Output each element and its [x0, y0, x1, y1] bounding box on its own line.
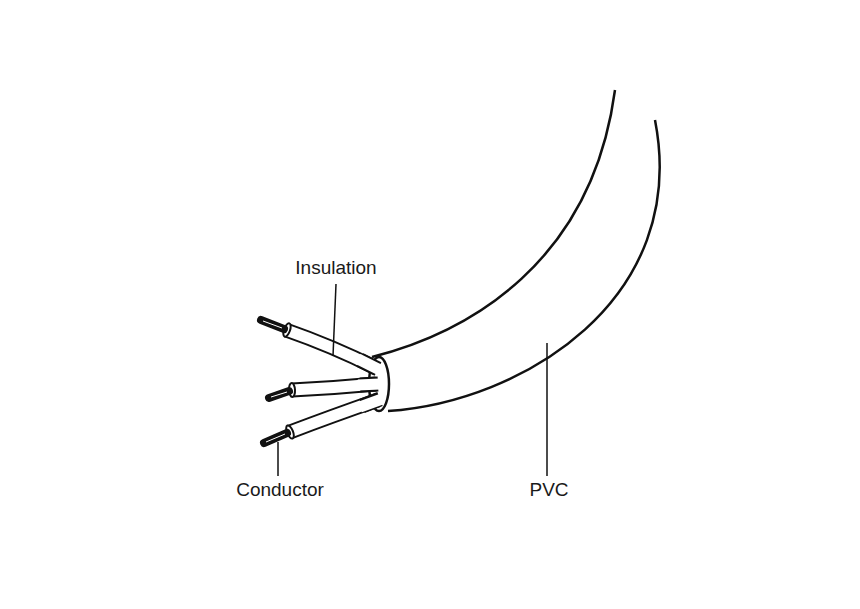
conductor-strands — [261, 320, 284, 329]
conductor-highlight — [271, 392, 287, 397]
wire-insulation — [358, 359, 380, 370]
leader-line — [277, 442, 279, 476]
conductor-strands — [264, 433, 287, 443]
wire-insulation — [360, 399, 382, 407]
conductor-highlight — [266, 434, 285, 442]
leader-line — [546, 343, 548, 476]
conductor-strands — [269, 391, 289, 398]
jacket-edge — [388, 120, 660, 411]
part-label: Conductor — [236, 479, 324, 502]
part-label: Insulation — [295, 257, 376, 280]
part-label: PVC — [529, 479, 568, 502]
wire-insulation — [358, 384, 380, 385]
conductor-highlight — [263, 321, 282, 328]
jacket-edge — [372, 90, 615, 357]
jacket-fill — [372, 90, 660, 411]
leader-line — [333, 284, 336, 356]
